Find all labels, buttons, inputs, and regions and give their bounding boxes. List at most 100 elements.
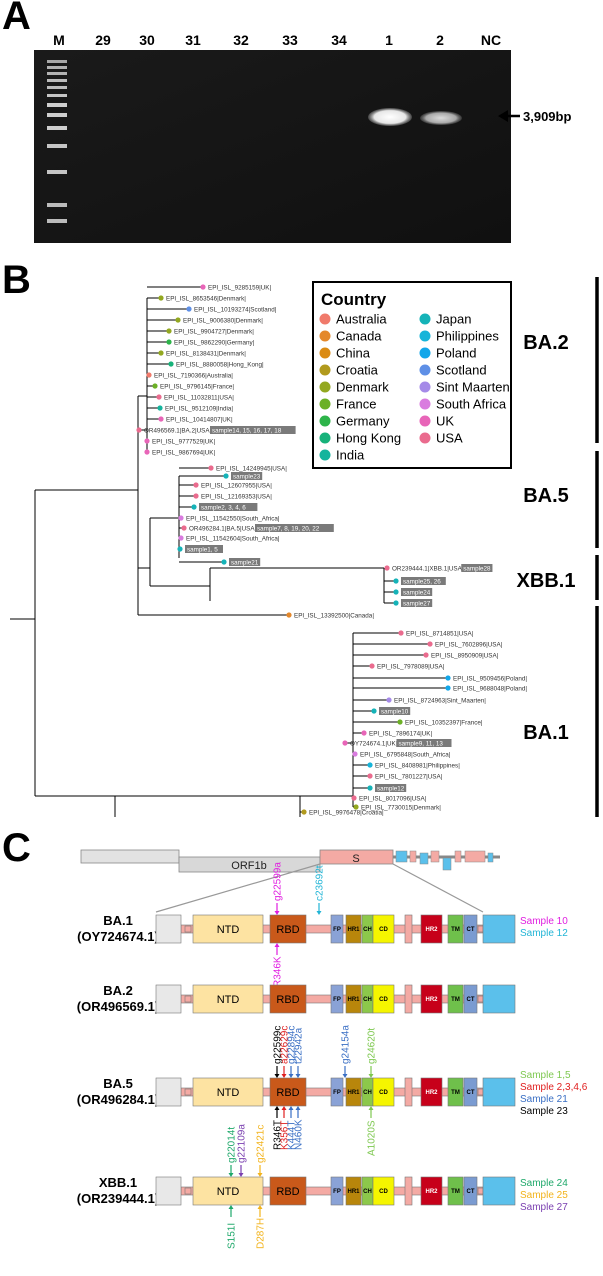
tree-tip-label: EPI_ISL_11542604|South_Africa| — [186, 536, 280, 543]
tree-tip-dot — [393, 589, 399, 595]
tree-tip-dot — [166, 339, 172, 345]
tree-tip-dot — [361, 730, 367, 736]
legend-item-label: UK — [436, 414, 454, 429]
ct-domain — [463, 984, 478, 1014]
hr1-label: HR1 — [347, 997, 360, 1003]
tm-label: TM — [451, 927, 460, 933]
tree-tip-dot — [168, 361, 174, 367]
tree-tip-dot — [393, 578, 399, 584]
hr2-domain — [420, 914, 443, 944]
tree-tip-dot — [367, 785, 373, 791]
sample-tag-bg — [185, 545, 223, 553]
ntd-domain — [192, 984, 264, 1014]
tree-tip-label: EPI_ISL_7602896|USA| — [435, 642, 503, 649]
tree-tip-label: EPI_ISL_14249945|USA| — [216, 466, 287, 473]
rbd-domain — [269, 1176, 307, 1206]
legend-item-label: Sint Maarten — [436, 380, 510, 395]
tm-domain — [447, 1176, 464, 1206]
sample-tag-bg — [210, 426, 296, 434]
signal-peptide-block — [155, 984, 182, 1014]
legend-item-label: China — [336, 346, 371, 361]
sample-label: Sample 21 — [520, 1094, 568, 1105]
tree-tip-label: EPI_ISL_8138431|Denmark| — [166, 351, 246, 358]
sample-label: Sample 2,3,4,6 — [520, 1082, 588, 1093]
sample-tag-bg — [379, 707, 411, 715]
tree-tip-dot — [152, 383, 158, 389]
tree-tip-dot — [384, 565, 390, 571]
amino-acid-mutation-label: N460K — [294, 1119, 305, 1150]
lane-label-M: M — [53, 32, 65, 48]
tree-tip-label: EPI_ISL_7978089|USA| — [377, 664, 445, 671]
hr1-label: HR1 — [347, 1090, 360, 1096]
rbd-label: RBD — [276, 924, 299, 936]
tree-tip-dot — [286, 612, 292, 618]
tree-tip-dot — [158, 295, 164, 301]
nucleotide-mutation-label: g24154a — [341, 1025, 352, 1064]
fp-label: FP — [333, 1090, 341, 1096]
legend-item-label: Canada — [336, 329, 382, 344]
legend-item-label: Croatia — [336, 363, 379, 378]
cytoplasmic-block — [482, 1176, 516, 1206]
hr2-domain — [420, 1077, 443, 1107]
tree-tip-dot — [200, 284, 206, 290]
sample-tag-bg — [199, 503, 258, 511]
hr2-label: HR2 — [425, 1189, 438, 1195]
tree-tip-label: EPI_ISL_13392500|Canada| — [294, 613, 374, 620]
tree-tip-label: EPI_ISL_9688048|Poland| — [453, 686, 527, 693]
sample-label: Sample 24 — [520, 1178, 568, 1189]
legend-swatch — [419, 381, 431, 393]
lane-label-31: 31 — [185, 32, 201, 48]
sample-tag-label: sample10 — [381, 709, 409, 716]
tree-tip-dot — [193, 482, 199, 488]
tree-tip-dot — [397, 719, 403, 725]
nucleotide-mutation-label: g22109a — [237, 1124, 248, 1163]
sample-tag-bg — [229, 558, 261, 566]
variant-accession: (OR496284.1) — [77, 1092, 159, 1107]
hr1-domain — [345, 1077, 362, 1107]
nucleotide-mutation-label: g22014t — [227, 1127, 238, 1163]
variant-accession: (OR239444.1) — [77, 1191, 159, 1206]
tree-tip-label: OR496569.1|BA.2|USA| — [144, 428, 212, 435]
s-gene-label: S — [352, 853, 359, 865]
tree-tips: EPI_ISL_9285159|UK|EPI_ISL_8653546|Denma… — [136, 284, 527, 817]
legend-item-label: Denmark — [336, 380, 389, 395]
linker-block — [404, 1176, 413, 1206]
band-size-arrow-icon — [498, 110, 520, 122]
legend-swatch — [419, 398, 431, 410]
variant-accession: (OR496569.1) — [77, 999, 159, 1014]
tree-tip-label: EPI_ISL_9285159|UK| — [208, 285, 272, 292]
lane-label-1: 1 — [385, 32, 393, 48]
variant-name: BA.2 — [103, 983, 133, 998]
tree-tip-dot — [221, 559, 227, 565]
sample-label: Sample 27 — [520, 1202, 568, 1213]
legend-swatch — [419, 364, 431, 376]
tree-tip-dot — [186, 306, 192, 312]
sample-tag-bg — [401, 577, 446, 585]
lane-label-30: 30 — [139, 32, 155, 48]
sample-label: Sample 10 — [520, 916, 568, 927]
tree-tip-label: EPI_ISL_9796145|France| — [160, 384, 234, 391]
cd-label: CD — [379, 997, 388, 1003]
tree-tip-label: EPI_ISL_9904727|Denmark| — [174, 329, 254, 336]
tree-tip-dot — [301, 809, 307, 815]
sample-tag-bg — [231, 472, 263, 480]
tree-tip-label: EPI_ISL_10414807|UK| — [166, 417, 233, 424]
tree-tip-dot — [193, 493, 199, 499]
fp-domain — [330, 1176, 344, 1206]
tree-tip-dot — [146, 372, 152, 378]
ntd-domain — [192, 1176, 264, 1206]
cd-domain — [372, 914, 395, 944]
legend-swatch — [419, 330, 431, 342]
panel-c-letter: C — [2, 826, 31, 870]
legend-item-label: Poland — [436, 346, 476, 361]
legend-box — [312, 281, 512, 469]
amino-acid-mutation-label: R346T — [273, 1120, 284, 1150]
legend-item-label: Philippines — [436, 329, 499, 344]
phylogenetic-tree: EPI_ISL_9285159|UK|EPI_ISL_8653546|Denma… — [10, 277, 599, 817]
signal-peptide-block — [155, 1176, 182, 1206]
clade-label-BA.1: BA.1 — [523, 722, 569, 744]
amino-acid-mutation-label: R346K — [273, 956, 284, 987]
legend-item-label: South Africa — [436, 397, 507, 412]
legend-item-label: India — [336, 448, 365, 463]
